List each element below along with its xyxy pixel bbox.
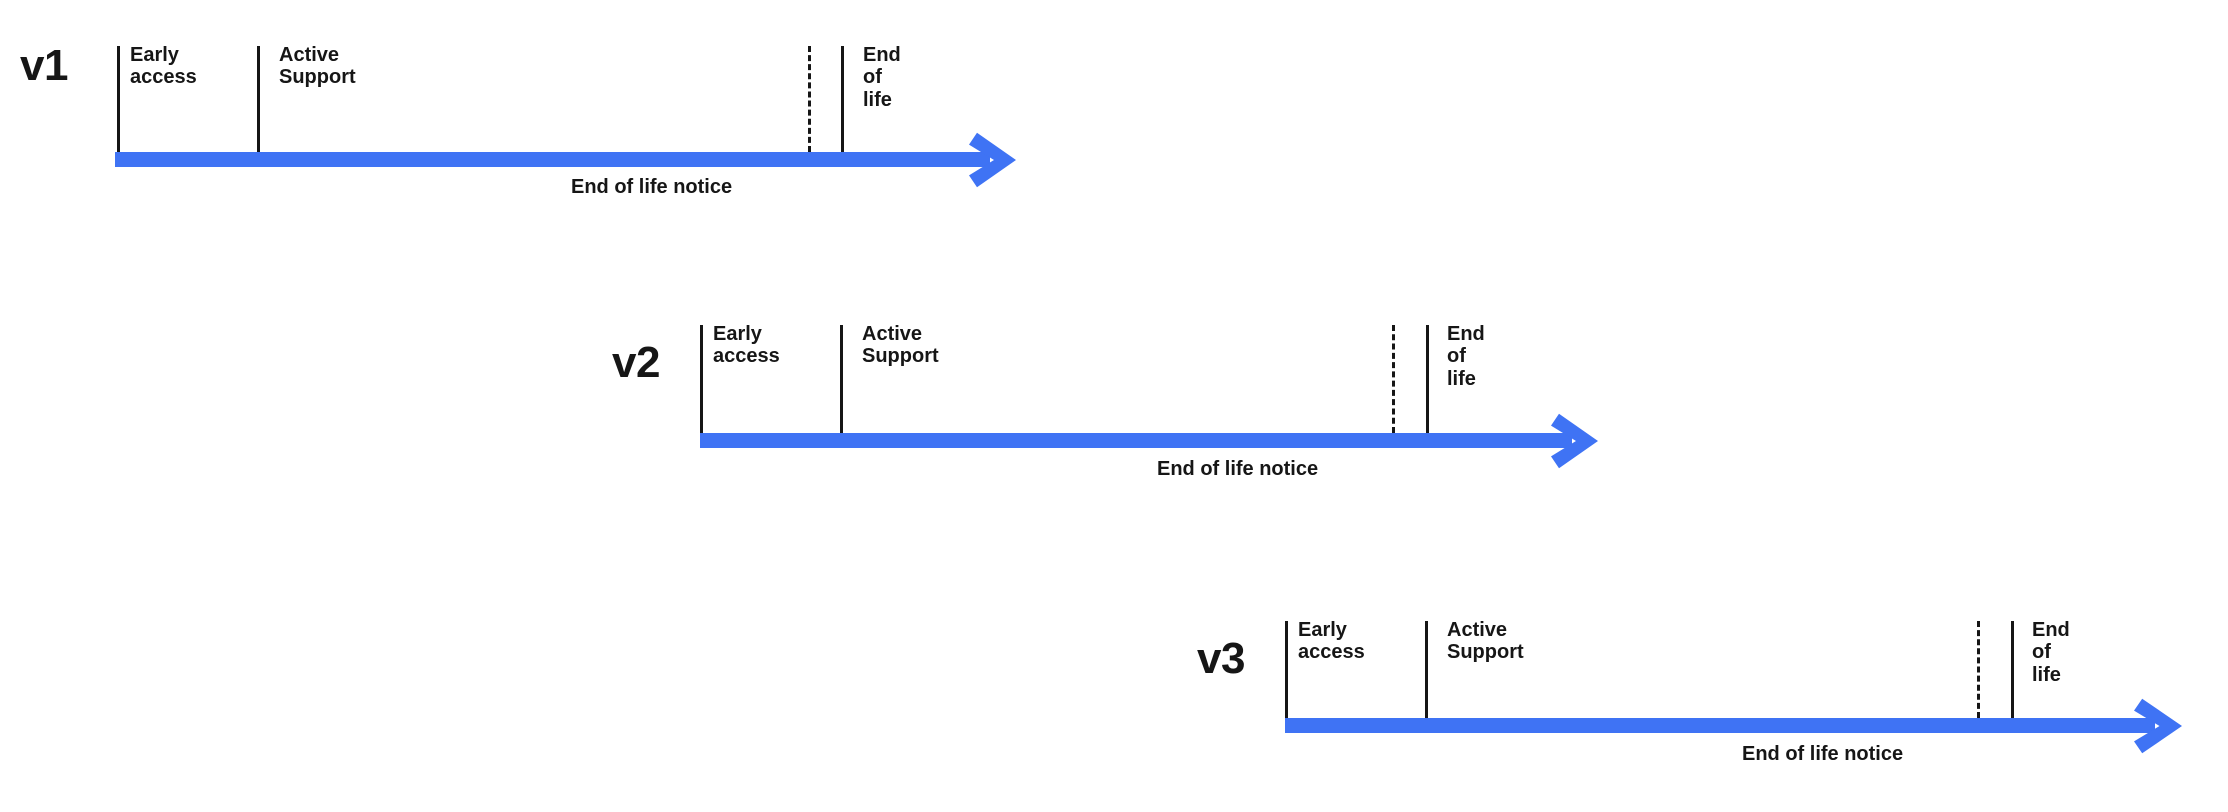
version-label: v3 xyxy=(1197,634,1245,683)
phase-divider-solid xyxy=(841,46,844,152)
phase-label: Active Support xyxy=(862,323,939,368)
version-label: v1 xyxy=(20,41,68,90)
phase-label: End of life xyxy=(1447,323,1485,390)
phase-divider-solid xyxy=(1426,325,1429,433)
version-label: v2 xyxy=(612,338,660,387)
arrow-head-icon xyxy=(1550,406,1600,476)
phase-label: End of life xyxy=(863,44,901,111)
arrow-head-icon xyxy=(2133,691,2184,761)
phase-divider-solid xyxy=(840,325,843,433)
phase-divider-solid xyxy=(2011,621,2014,718)
phase-label: Active Support xyxy=(1447,619,1524,664)
end-of-life-notice-label: End of life notice xyxy=(1742,743,1904,765)
end-of-life-notice-label: End of life notice xyxy=(1157,458,1319,480)
phase-divider-dashed xyxy=(1977,621,1980,718)
end-of-life-notice-label: End of life notice xyxy=(571,176,733,198)
phase-divider-solid xyxy=(700,325,703,433)
timeline-bar xyxy=(1285,718,2155,733)
phase-divider-dashed xyxy=(808,46,811,152)
phase-divider-solid xyxy=(117,46,120,152)
phase-label: End of life xyxy=(2032,619,2070,686)
timeline-bar xyxy=(700,433,1572,448)
phase-divider-solid xyxy=(1425,621,1428,718)
phase-divider-solid xyxy=(1285,621,1288,718)
phase-divider-dashed xyxy=(1392,325,1395,433)
phase-label: Early access xyxy=(713,323,780,368)
phase-label: Early access xyxy=(1298,619,1365,664)
arrow-head-icon xyxy=(968,125,1018,195)
timeline-bar xyxy=(115,152,990,167)
phase-divider-solid xyxy=(257,46,260,152)
phase-label: Early access xyxy=(130,44,197,89)
phase-label: Active Support xyxy=(279,44,356,89)
